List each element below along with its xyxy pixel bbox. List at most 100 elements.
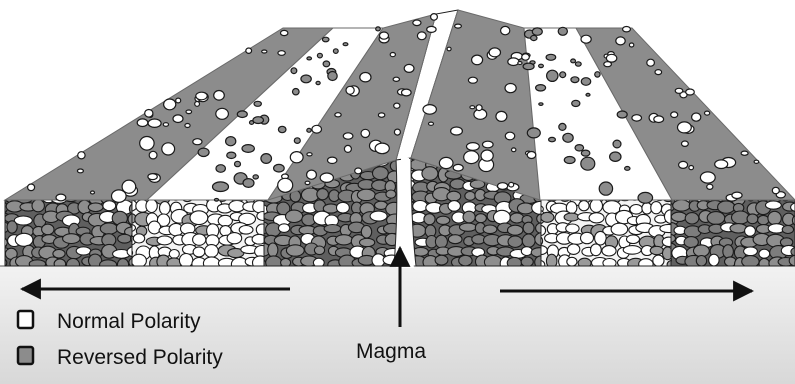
cobble [567, 257, 577, 266]
pebble [546, 54, 556, 60]
cobble [747, 214, 758, 224]
pebble [237, 111, 247, 118]
cobble [623, 246, 641, 255]
pebble [655, 70, 662, 75]
normal-polarity-swatch [18, 311, 33, 328]
cobble [694, 245, 710, 257]
cobble [0, 172, 12, 181]
pebble [291, 68, 297, 74]
cobble [448, 235, 462, 244]
pebble [163, 123, 168, 127]
pebble [527, 152, 536, 159]
cobble [193, 234, 206, 245]
pebble [481, 150, 493, 161]
pebble [595, 72, 600, 77]
pebble [741, 151, 748, 155]
cobble [650, 246, 663, 254]
cobble [463, 211, 475, 223]
cobble [595, 231, 607, 245]
cobble [0, 159, 7, 173]
pebble [427, 26, 436, 32]
cobble [21, 158, 34, 168]
cobble [15, 233, 33, 246]
pebble [262, 50, 267, 53]
pebble [261, 154, 272, 164]
cobble [758, 215, 769, 224]
pebble [242, 145, 254, 153]
pebble [682, 141, 689, 146]
cobble [447, 191, 461, 201]
pebble [320, 173, 333, 182]
pebble [78, 152, 85, 159]
pebble [606, 54, 616, 62]
pebble [501, 26, 510, 34]
cobble [118, 234, 132, 243]
cobble [63, 234, 80, 244]
cobble [286, 245, 304, 256]
pebble [91, 191, 95, 194]
pebble [549, 137, 556, 141]
cobble [157, 236, 172, 245]
cobble [268, 243, 278, 257]
pebble [307, 57, 312, 60]
cobble [278, 224, 289, 233]
pebble [328, 157, 337, 163]
cobble [131, 254, 146, 267]
cobble [373, 167, 389, 180]
pebble [563, 133, 573, 142]
reversed-polarity-swatch [18, 347, 33, 364]
pebble [559, 123, 566, 130]
cobble [510, 213, 524, 223]
pebble [455, 24, 462, 28]
pebble [375, 143, 389, 154]
cobble [756, 146, 768, 159]
cobble [239, 226, 253, 235]
cobble [0, 180, 11, 191]
cobble [483, 225, 497, 234]
cobble [7, 171, 17, 181]
pebble [376, 27, 381, 31]
pebble [671, 112, 678, 118]
cobble [32, 200, 44, 212]
cobble [33, 149, 48, 157]
pebble [346, 86, 354, 94]
pebble [253, 117, 264, 124]
pebble [137, 119, 148, 127]
pebble [162, 143, 175, 155]
pebble [56, 194, 66, 201]
pebble [505, 132, 514, 140]
cobble [76, 247, 91, 255]
cobble [103, 201, 116, 211]
cobble [685, 213, 699, 224]
pebble [679, 161, 688, 168]
pebble [539, 64, 544, 67]
pebble [489, 48, 500, 57]
pebble [145, 110, 153, 118]
cobble [673, 200, 691, 211]
cobble [15, 170, 31, 182]
pebble [689, 166, 694, 170]
pebble [216, 165, 225, 173]
cobble [42, 145, 55, 158]
pebble [692, 113, 701, 121]
cobble [627, 235, 640, 244]
pebble [335, 113, 341, 117]
cobble [18, 149, 28, 159]
pebble [732, 192, 742, 198]
pebble [512, 148, 516, 152]
cobble [179, 254, 192, 268]
cobble [146, 199, 157, 212]
cobble [771, 150, 783, 160]
pebble [472, 55, 483, 65]
cobble [88, 203, 103, 212]
cobble [494, 210, 511, 224]
pebble [226, 137, 236, 146]
pebble [149, 151, 157, 159]
cobble [193, 247, 205, 257]
cobble [422, 167, 438, 181]
pebble [112, 190, 127, 202]
pebble [575, 145, 584, 151]
pebble [278, 178, 293, 192]
cobble [696, 255, 706, 266]
pebble [453, 164, 463, 171]
